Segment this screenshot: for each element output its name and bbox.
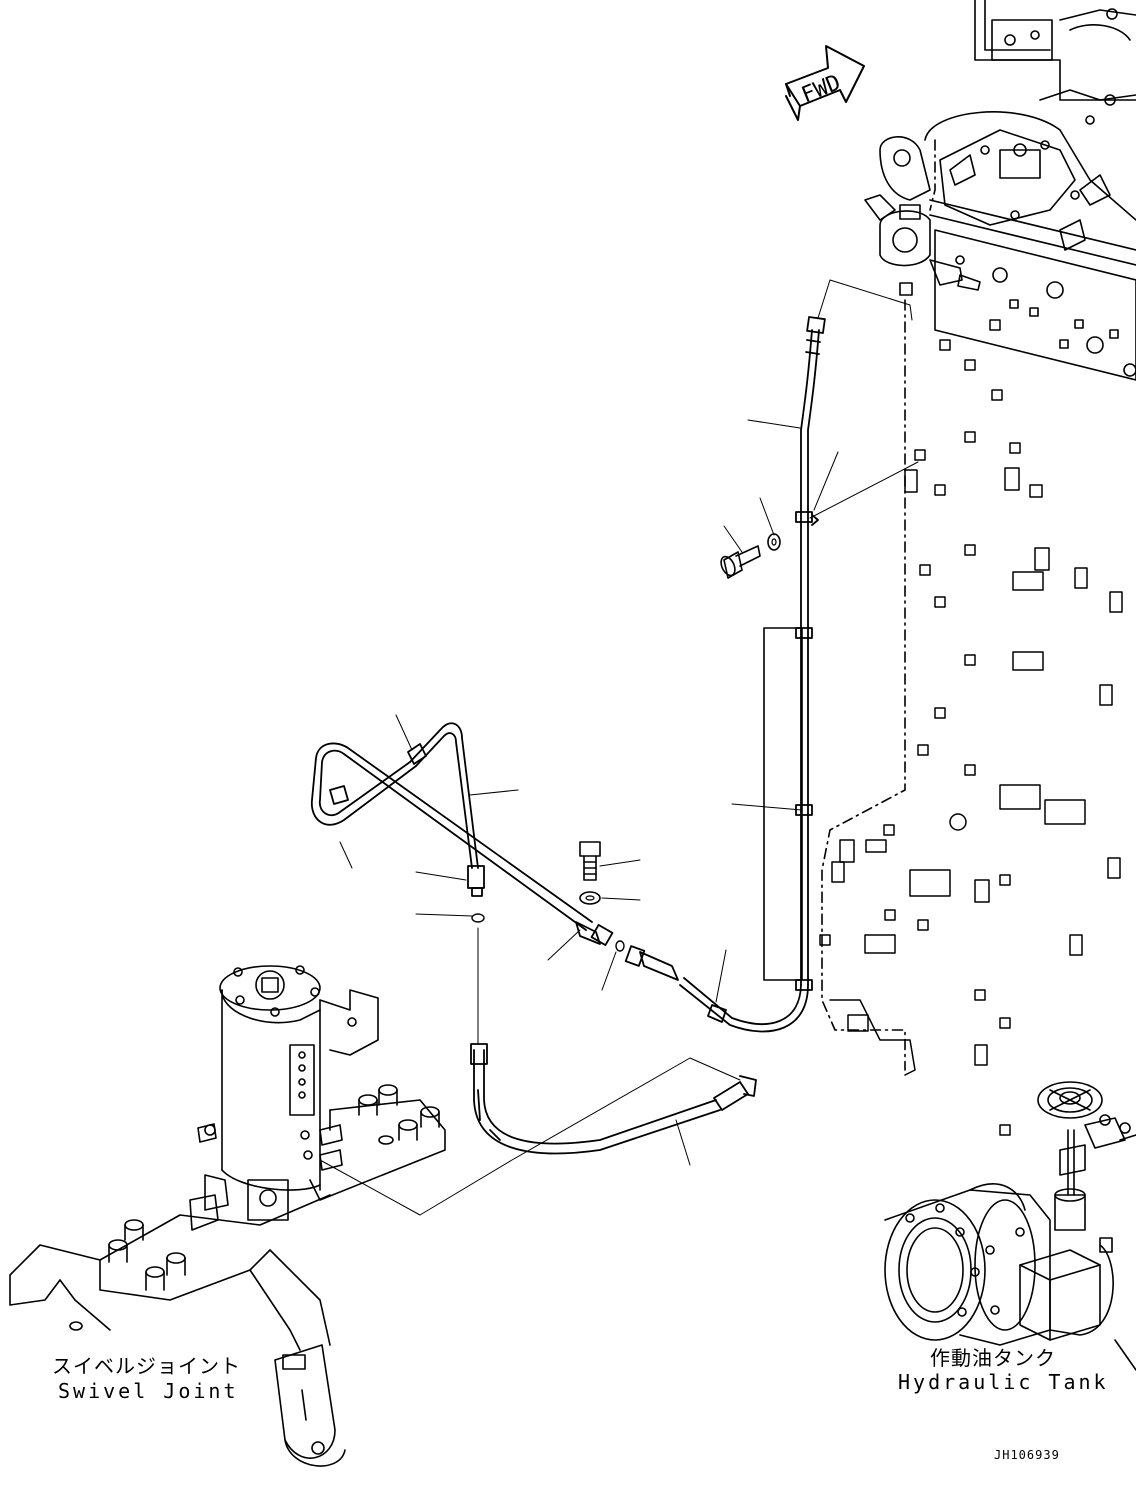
hydraulic-tank-assembly bbox=[884, 1081, 1136, 1371]
swivel-joint-assembly bbox=[189, 965, 379, 1231]
hydraulic-tank-label-en: Hydraulic Tank bbox=[898, 1370, 1109, 1394]
right-hose bbox=[624, 316, 826, 1033]
o-ring-right-icon bbox=[615, 940, 625, 952]
bent-tube bbox=[311, 722, 614, 946]
hydraulic-tank-label-jp: 作動油タンク bbox=[930, 1346, 1056, 1370]
fwd-arrow-icon: FWD bbox=[785, 45, 865, 121]
swivel-joint-label-jp: スイベルジョイント bbox=[52, 1354, 241, 1378]
lower-hose bbox=[470, 1043, 757, 1155]
protective-sleeve bbox=[763, 627, 803, 981]
o-ring-left-icon bbox=[471, 913, 485, 923]
swivel-base-plate bbox=[9, 1084, 446, 1467]
machine-frame bbox=[821, 0, 1136, 1071]
bolt-middle-icon bbox=[579, 841, 601, 881]
washer-middle-icon bbox=[579, 891, 601, 905]
leader-lines bbox=[319, 279, 919, 1216]
swivel-joint-label-en: Swivel Joint bbox=[58, 1379, 239, 1403]
frame-brackets bbox=[819, 319, 1123, 1136]
washer-upper-icon bbox=[767, 533, 781, 551]
drawing-code: JH106939 bbox=[994, 1448, 1060, 1462]
bolt-upper-icon bbox=[720, 545, 761, 579]
